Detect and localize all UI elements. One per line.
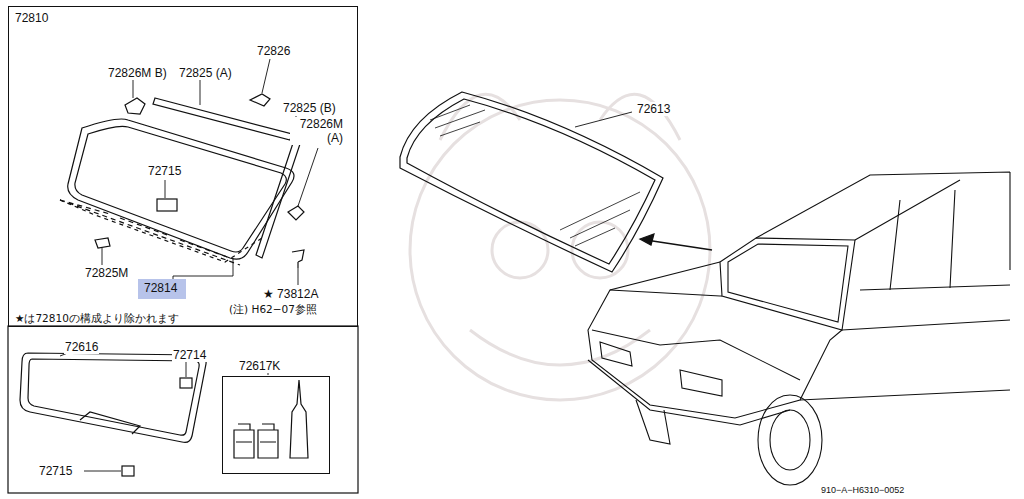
callout-number: 72715 bbox=[38, 464, 73, 478]
callout-number: 72810 bbox=[15, 11, 351, 25]
clip bbox=[250, 94, 270, 106]
clip bbox=[288, 206, 304, 220]
leader-line bbox=[575, 112, 632, 127]
clip bbox=[122, 466, 134, 476]
panel-box: 72810 72814 bbox=[8, 6, 358, 327]
callout-number: 72617K bbox=[237, 359, 282, 373]
panel-border bbox=[8, 326, 358, 493]
arrow bbox=[646, 240, 712, 250]
callout-number: 72825 (A) bbox=[178, 66, 233, 80]
callout-number: 72715 bbox=[147, 164, 182, 178]
highlight-box: 72814 bbox=[138, 279, 186, 299]
callout-number: 72825 (B) bbox=[282, 101, 337, 115]
callout-number: ★は72810の構成より除かれます bbox=[14, 311, 180, 325]
windshield-glass bbox=[400, 92, 663, 272]
clip bbox=[95, 238, 110, 248]
callout-number: 910−A−H6310−0052 bbox=[820, 483, 905, 497]
moulding-strip bbox=[153, 98, 292, 140]
leader-line bbox=[102, 59, 318, 285]
kit-bottles bbox=[234, 380, 308, 458]
callout-number: 72616 bbox=[64, 340, 99, 354]
callout-number: 72825M bbox=[84, 266, 129, 280]
clip bbox=[125, 98, 145, 114]
callout-number: 72814 bbox=[144, 281, 180, 295]
panel-box: 72617K bbox=[222, 376, 330, 474]
clip bbox=[157, 199, 177, 211]
callout-number: 72613 bbox=[636, 102, 671, 116]
callout-number: ★ 73812A bbox=[262, 287, 319, 301]
moulding-strip bbox=[256, 128, 304, 258]
clip bbox=[180, 378, 192, 388]
note: (注) H62−07参照 bbox=[228, 302, 318, 316]
glass-seal bbox=[60, 119, 294, 265]
callout-number: 72826 bbox=[256, 44, 291, 58]
callout-number: 72826M (A) bbox=[290, 117, 344, 145]
arrowhead bbox=[640, 234, 654, 245]
callout-number: 72714 bbox=[172, 348, 207, 362]
car-outline bbox=[588, 172, 1010, 485]
callout-number: 72826M B) bbox=[107, 66, 168, 80]
glass-seal bbox=[20, 353, 206, 442]
screw bbox=[292, 250, 304, 268]
